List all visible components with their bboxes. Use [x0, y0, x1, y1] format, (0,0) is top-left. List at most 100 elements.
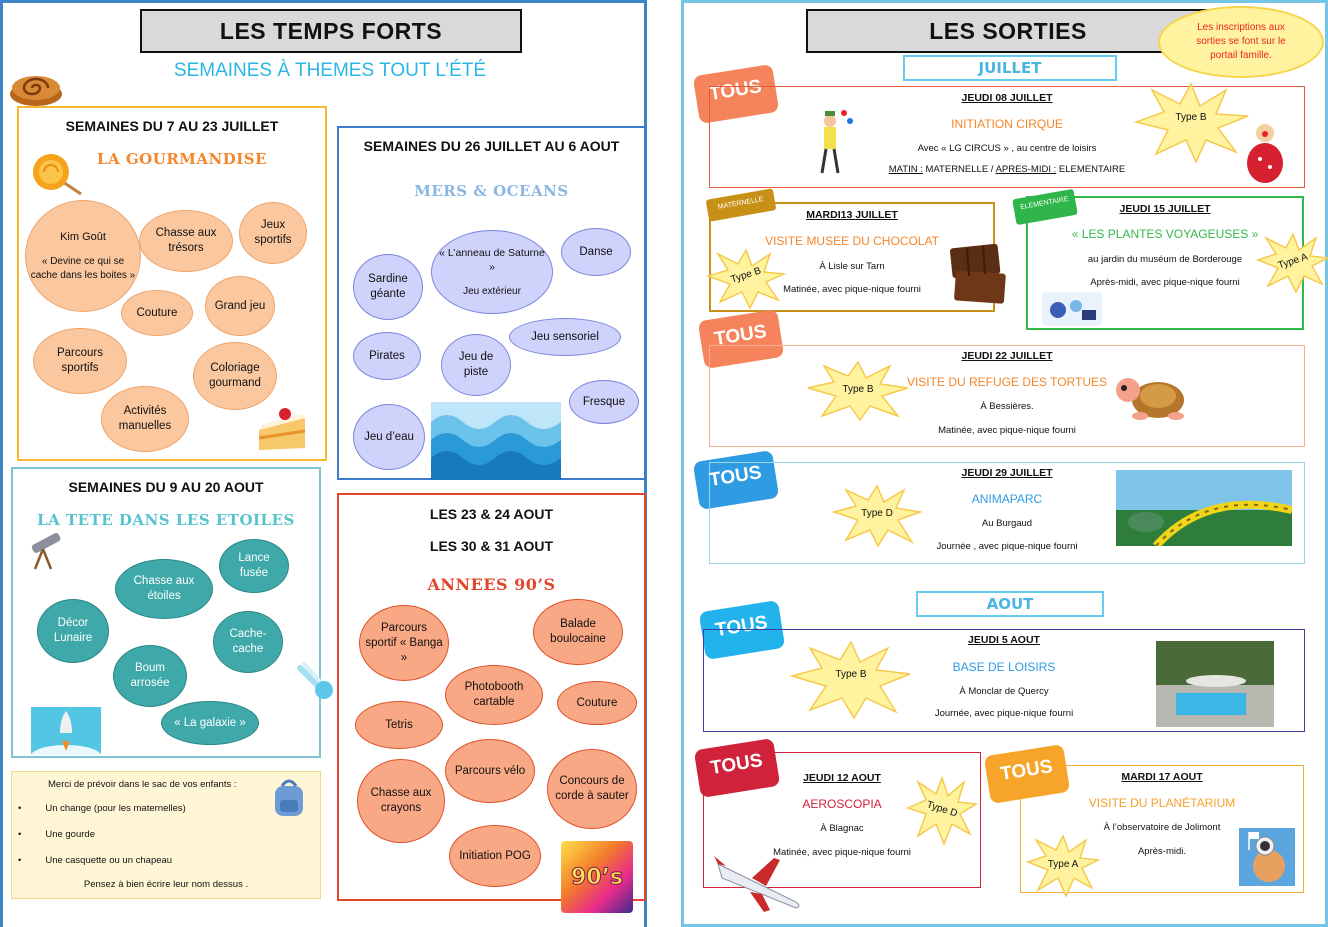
bubble-parcours-sportifs: Parcours sportifs: [33, 328, 127, 394]
right-page: [681, 0, 1328, 927]
bubble-chasse-crayons: Chasse aux crayons: [357, 759, 445, 843]
outing-title: VISITE DU PLANÉTARIUM: [1088, 796, 1236, 810]
outing-date: JEUDI 29 JUILLET: [961, 467, 1053, 479]
bubble-cache-cache: Cache-cache: [213, 611, 283, 673]
bubble-label: Parcours vélo: [454, 764, 526, 777]
outing-cirque: JEUDI 08 JUILLET INITIATION CIRQUE Avec …: [709, 86, 1305, 188]
clown-icon: [1247, 124, 1283, 183]
type-label: Type B: [835, 669, 867, 680]
bubble-label: Jeu de piste: [458, 351, 494, 378]
bag-item-label: Une gourde: [45, 829, 95, 840]
nineties-badge: 90’s: [561, 841, 633, 913]
week3-heading: SEMAINES DU 9 AU 20 AOUT: [68, 479, 264, 495]
bubble-danse: Danse: [561, 228, 631, 276]
bubble-lance-fusee: Lance fusée: [219, 539, 289, 593]
type-star: [807, 360, 909, 422]
bubble-label: Balade boulocaine: [550, 618, 606, 645]
bag-item: •Un change (pour les maternelles): [18, 803, 186, 814]
type-star: [706, 248, 786, 310]
week4-heading-1: LES 23 & 24 AOUT: [429, 506, 554, 522]
registration-note-text: Les inscriptions aux sorties se font sur…: [1196, 22, 1286, 61]
bubble-label: Jeux sportifs: [254, 219, 292, 246]
bubble-concours-corde: Concours de corde à sauter: [547, 749, 637, 829]
bubble-coloriage-gourmand: Coloriage gourmand: [193, 342, 277, 410]
bubble-label: Sardine géante: [368, 273, 408, 300]
bubble-label: Chasse aux trésors: [155, 227, 217, 254]
week2-box: SEMAINES DU 26 JUILLET AU 6 AOUT MERS & …: [337, 126, 646, 480]
leisure-base-photo: [1156, 641, 1274, 727]
bubble-pirates: Pirates: [353, 332, 421, 380]
outing-date: JEUDI 12 AOUT: [803, 772, 881, 784]
bag-item: •Une casquette ou un chapeau: [18, 855, 173, 866]
type-label: Type B: [1175, 112, 1207, 123]
bubble-anneau-saturne: « L’anneau de Saturne » Jeu extérieur: [431, 230, 553, 314]
left-title: LES TEMPS FORTS: [140, 9, 522, 53]
bag-footer: Pensez à bien écrire leur nom dessus .: [83, 879, 249, 890]
bubble-label: Décor Lunaire: [53, 617, 93, 644]
outing-date: MARDI13 JUILLET: [806, 209, 898, 221]
outing-place: À Bessières.: [980, 401, 1034, 412]
outing-date: JEUDI 22 JUILLET: [961, 350, 1053, 362]
bubble-label: Lance fusée: [238, 552, 270, 579]
comet-icon: [297, 662, 333, 699]
matin-value: MATERNELLE /: [922, 164, 996, 175]
outing-info: Journée , avec pique-nique fourni: [936, 541, 1078, 552]
bubble-jeu-eau: Jeu d’eau: [353, 404, 425, 470]
outing-date: JEUDI 15 JUILLET: [1119, 203, 1211, 215]
bubble-activites-manuelles: Activités manuelles: [101, 386, 189, 452]
bubble-initiation-pog: Initiation POG: [449, 825, 541, 887]
outing-title: VISITE DU REFUGE DES TORTUES: [906, 375, 1108, 389]
bubble-decor-lunaire: Décor Lunaire: [37, 599, 109, 663]
bubble-label: Initiation POG: [459, 849, 531, 862]
outing-place: À l’observatoire de Jolimont: [1103, 822, 1221, 833]
bubble-label: Grand jeu: [214, 299, 266, 312]
outing-place: À Monclar de Quercy: [959, 686, 1049, 697]
bubble-label: Activités manuelles: [118, 405, 172, 432]
outing-info: Matinée, avec pique-nique fourni: [783, 284, 921, 295]
week1-box: SEMAINES DU 7 AU 23 JUILLET LA GOURMANDI…: [17, 106, 327, 461]
week1-theme: LA GOURMANDISE: [96, 150, 268, 168]
bubble-label: Parcours sportifs: [56, 347, 104, 374]
outing-place: au jardin du muséum de Borderouge: [1087, 254, 1243, 265]
bubble-label: Concours de corde à sauter: [555, 775, 629, 802]
type-label: Type D: [861, 508, 893, 519]
bubble-kim-gout: Kim Goût « Devine ce qui se cache dans l…: [25, 200, 141, 312]
bubble-label: Parcours sportif « Banga »: [365, 621, 443, 664]
bubble-label: Chasse aux crayons: [370, 787, 432, 814]
bubble-label: Tetris: [385, 718, 413, 731]
registration-note: Les inscriptions aux sorties se font sur…: [1158, 6, 1324, 78]
outing-title: INITIATION CIRQUE: [951, 117, 1063, 131]
outing-info: Après-midi.: [1137, 846, 1187, 857]
backpack-icon: [275, 779, 303, 816]
bubble-grand-jeu: Grand jeu: [205, 276, 275, 336]
bubble-sardine: Sardine géante: [353, 254, 423, 320]
week4-box: LES 23 & 24 AOUT LES 30 & 31 AOUT ANNEES…: [337, 493, 646, 913]
bubble-photobooth: Photobooth cartable: [445, 665, 543, 725]
outing-loisirs: JEUDI 5 AOUT BASE DE LOISIRS À Monclar d…: [703, 629, 1305, 732]
outing-schedule: MATIN : MATERNELLE / APRES-MIDI : ELEMEN…: [710, 164, 1304, 175]
nineties-label: 90’s: [570, 864, 624, 890]
week2-heading: SEMAINES DU 26 JUILLET AU 6 AOUT: [363, 138, 620, 154]
airplane-icon: [714, 856, 800, 912]
outing-info: Après-midi, avec pique-nique fourni: [1090, 277, 1240, 288]
bubble-fresque: Fresque: [569, 380, 639, 424]
week4-theme: ANNEES 90’S: [427, 575, 556, 594]
outing-place: Au Burgaud: [981, 518, 1033, 529]
bubble-label: Danse: [579, 245, 613, 258]
august-label: AOUT: [916, 591, 1104, 617]
bubble-label: Jeu d’eau: [364, 430, 414, 443]
right-title: LES SORTIES: [806, 9, 1210, 53]
waves-icon: [431, 402, 561, 480]
lollipop-icon: [33, 154, 82, 196]
bubble-tetris: Tetris: [355, 701, 443, 749]
outing-date: MARDI 17 AOUT: [1121, 771, 1203, 783]
july-label: JUILLET: [903, 55, 1117, 81]
pastry-icon: [10, 76, 62, 106]
bubble-couture: Couture: [121, 290, 193, 336]
type-star: [1256, 232, 1328, 294]
outing-animaparc: JEUDI 29 JUILLET ANIMAPARC Au Burgaud Jo…: [709, 462, 1305, 564]
bubble-parcours-banga: Parcours sportif « Banga »: [359, 605, 449, 681]
bubble-balade-boulocaine: Balade boulocaine: [533, 599, 623, 665]
bubble-label: « La galaxie »: [174, 716, 246, 729]
juggler-icon: [820, 110, 853, 174]
